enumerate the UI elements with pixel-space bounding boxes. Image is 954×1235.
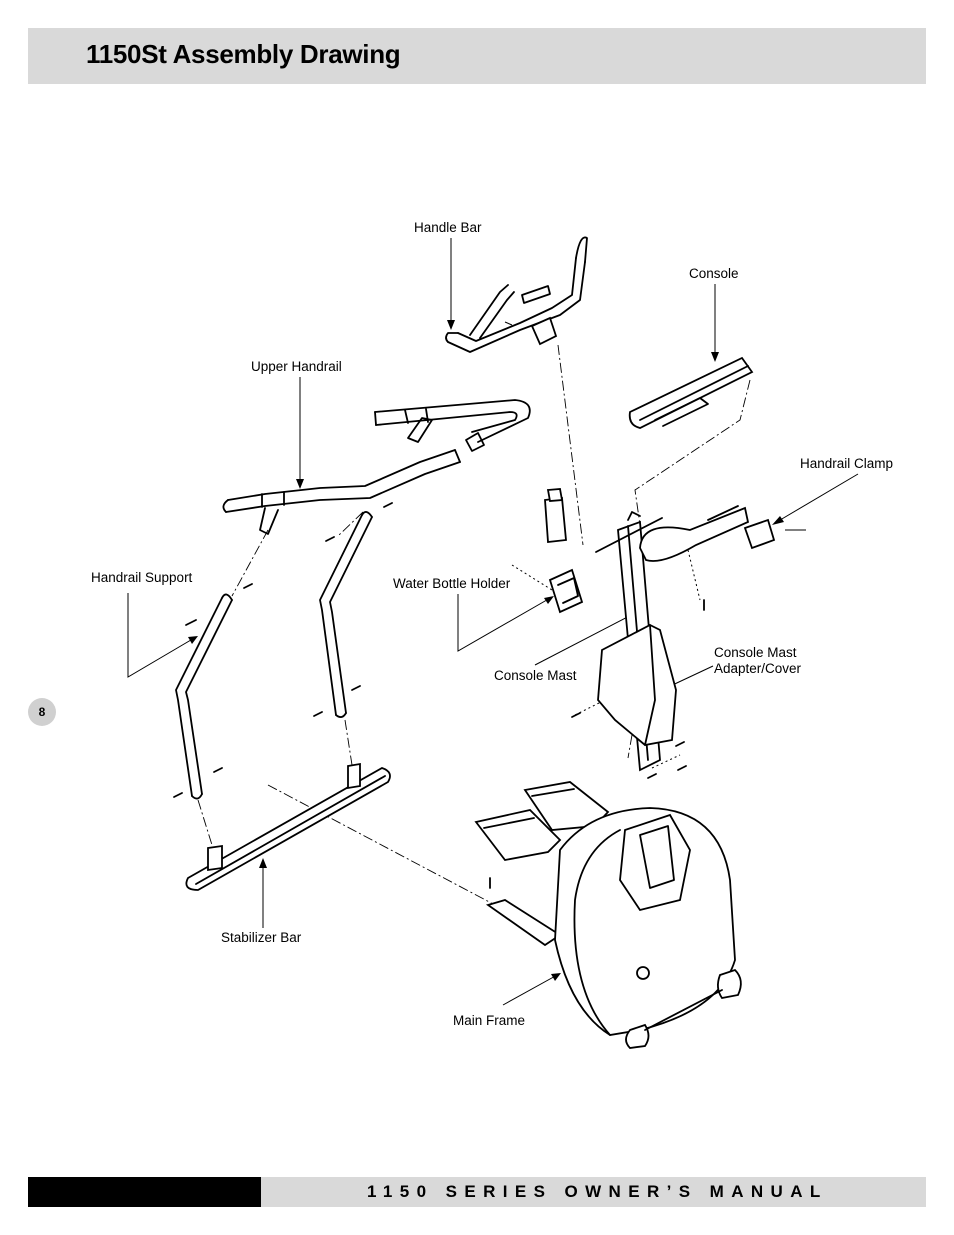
label-stabilizer-bar: Stabilizer Bar [221,930,302,945]
page-number-badge: 8 [28,698,56,726]
leader-lines [127,238,859,1006]
handle-bar-part [445,236,588,353]
header-bar: 1150St Assembly Drawing [28,28,926,84]
stabilizer-bar-part [185,762,391,891]
footer-bar: 1150 SERIES OWNER’S MANUAL [261,1177,926,1207]
footer-black-block [28,1177,261,1207]
footer-manual-title: 1150 SERIES OWNER’S MANUAL [367,1182,828,1201]
alignment-lines [197,344,751,906]
label-upper-handrail: Upper Handrail [251,359,342,374]
handrail-support-parts [175,511,373,800]
page-title: 1150St Assembly Drawing [86,39,401,69]
hardware-screws [173,502,705,889]
upper-handrail-part [222,399,531,535]
label-handle-bar: Handle Bar [414,220,482,235]
console-mast-cover-part [597,623,677,746]
water-bottle-parts [544,488,584,614]
console-part [628,356,754,429]
label-console-mast-cover-2: Adapter/Cover [714,661,802,676]
label-console-mast-cover-1: Console Mast [714,645,797,660]
main-frame-part [474,781,742,1049]
label-water-bottle-holder: Water Bottle Holder [393,576,511,591]
label-console: Console [689,266,739,281]
label-handrail-clamp: Handrail Clamp [800,456,893,471]
label-console-mast: Console Mast [494,668,577,683]
label-main-frame: Main Frame [453,1013,525,1028]
label-handrail-support: Handrail Support [91,570,193,585]
